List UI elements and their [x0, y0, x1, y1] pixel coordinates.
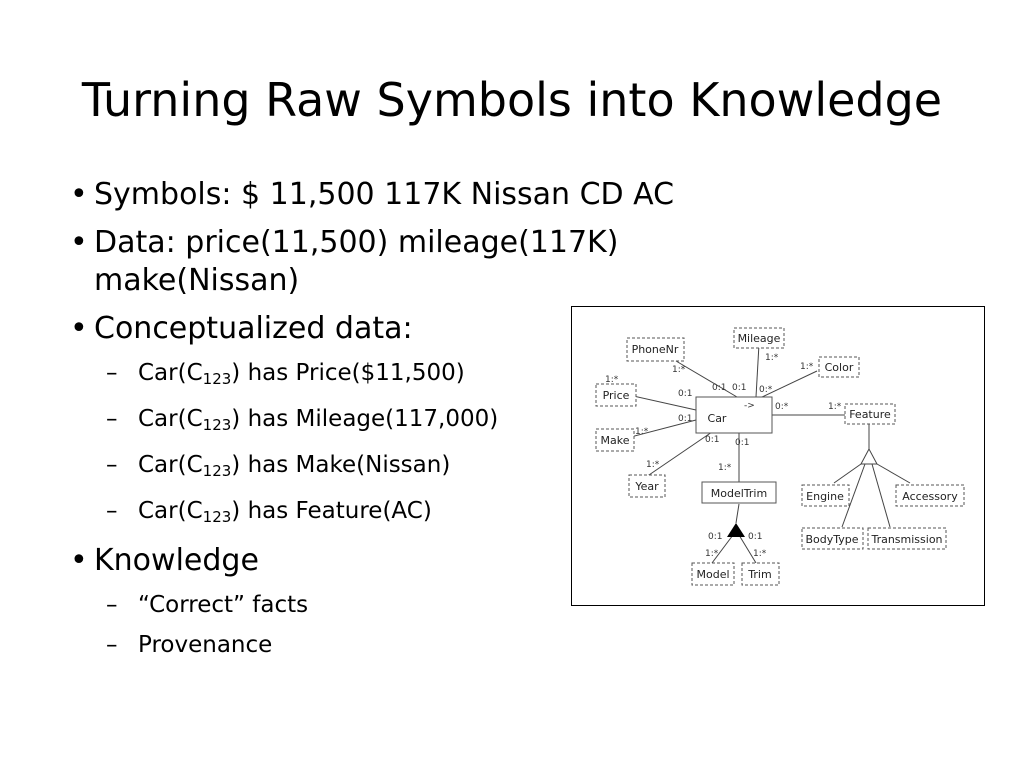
- entity-box-make: [595, 428, 635, 452]
- entity-box-transmission: [867, 527, 947, 550]
- dash-icon: –: [106, 360, 118, 386]
- entity-label-phonenr: PhoneNr: [632, 343, 679, 356]
- bullet-dot-icon: •: [70, 177, 88, 212]
- card-color-zero-many: 0:*: [759, 385, 773, 395]
- connector-modeltrim-agg: [735, 503, 740, 524]
- connector-year-car: [645, 431, 713, 478]
- entity-label-model: Model: [696, 568, 729, 581]
- card-price-zero-one: 0:1: [678, 389, 692, 399]
- entity-box-mileage: [733, 327, 785, 349]
- diagram-svg: PhoneNr Mileage Color Price Car Feature …: [595, 327, 965, 586]
- aggregation-triangle-icon: [727, 523, 745, 537]
- card-arrow: ->: [744, 401, 755, 411]
- entity-label-mileage: Mileage: [738, 332, 781, 345]
- fact-item-price: – Car(C123) has Price($11,500): [106, 360, 465, 388]
- card-model-one-many: 1:*: [705, 549, 719, 559]
- entity-label-bodytype: BodyType: [805, 533, 858, 546]
- entity-box-bodytype: [801, 527, 864, 550]
- entity-box-phonenr: [626, 337, 685, 362]
- dash-icon: –: [106, 592, 118, 618]
- connector-make-car: [626, 419, 697, 439]
- connector-agg-trim: [738, 534, 757, 564]
- bullet-dot-icon: •: [70, 543, 88, 578]
- entity-label-trim: Trim: [747, 568, 771, 581]
- card-mileage-zero-one: 0:1: [732, 383, 746, 393]
- bullet-symbols: • Symbols: $ 11,500 117K Nissan CD AC: [70, 176, 1010, 214]
- card-feature-zero-many: 0:*: [775, 402, 789, 412]
- diagram-connectors: [626, 343, 911, 564]
- entity-label-accessory: Accessory: [902, 490, 958, 503]
- connector-phonenr-car: [675, 360, 738, 398]
- fact-item-make: – Car(C123) has Make(Nissan): [106, 452, 451, 480]
- entity-box-accessory: [895, 484, 965, 507]
- card-phonenr-zero-one: 0:1: [712, 383, 726, 393]
- card-year-zero-one: 0:1: [705, 435, 719, 445]
- conceptual-model-diagram: PhoneNr Mileage Color Price Car Feature …: [571, 306, 985, 606]
- dash-icon: –: [106, 406, 118, 432]
- entity-label-transmission: Transmission: [870, 533, 942, 546]
- entity-box-modeltrim: [701, 481, 777, 504]
- card-model-zero-one: 0:1: [708, 532, 722, 542]
- bullet-knowledge: • Knowledge: [70, 542, 1010, 580]
- connector-mileage-car: [755, 343, 760, 398]
- entity-box-trim: [741, 562, 780, 586]
- bullet-list: • Symbols: $ 11,500 117K Nissan CD AC • …: [70, 176, 1010, 670]
- connector-isa-accessory: [876, 463, 911, 484]
- connector-isa-bodytype: [841, 463, 866, 528]
- cardinality-labels: 1:* 0:1 1:* 0:1 1:* 0:* 1:* 0:1 1:* 0:1 …: [605, 353, 842, 559]
- bullet-data-line2: make(Nissan): [94, 263, 300, 298]
- connector-price-car: [628, 394, 697, 411]
- fact-item-feature: – Car(C123) has Feature(AC): [106, 498, 432, 526]
- card-feature-one-many: 1:*: [828, 402, 842, 412]
- connector-isa-engine: [833, 463, 862, 484]
- slide-title: Turning Raw Symbols into Knowledge: [81, 73, 943, 127]
- connector-isa-transmission: [871, 463, 891, 528]
- fact-item-mileage: – Car(C123) has Mileage(117,000): [106, 406, 499, 434]
- bullet-dot-icon: •: [70, 311, 88, 346]
- bullet-knowledge-text: Knowledge: [94, 543, 259, 578]
- entity-box-year: [628, 474, 666, 498]
- card-modeltrim-one-many: 1:*: [718, 463, 732, 473]
- entity-box-price: [595, 383, 637, 407]
- entity-label-make: Make: [601, 434, 630, 447]
- dash-icon: –: [106, 632, 118, 658]
- card-trim-one-many: 1:*: [753, 549, 767, 559]
- card-mileage-one-many: 1:*: [765, 353, 779, 363]
- dash-icon: –: [106, 452, 118, 478]
- connector-agg-model: [711, 534, 734, 564]
- card-price-one-many: 1:*: [605, 375, 619, 385]
- card-make-zero-one: 0:1: [678, 414, 692, 424]
- knowledge-item-provenance: – Provenance: [106, 632, 273, 658]
- card-trim-zero-one: 0:1: [748, 532, 762, 542]
- card-modeltrim-car-zero-one: 0:1: [735, 438, 749, 448]
- entity-label-price: Price: [603, 389, 630, 402]
- entity-label-color: Color: [825, 361, 854, 374]
- bullet-symbols-text: Symbols: $ 11,500 117K Nissan CD AC: [94, 177, 675, 212]
- entity-label-year: Year: [634, 480, 659, 493]
- bullet-dot-icon: •: [70, 225, 88, 260]
- entity-label-modeltrim: ModelTrim: [711, 487, 767, 500]
- bullet-data: • Data: price(11,500) mileage(117K) make…: [70, 224, 1010, 300]
- card-phonenr-one-many: 1:*: [672, 365, 686, 375]
- knowledge-item-correct-facts: – “Correct” facts: [106, 592, 309, 618]
- entity-labels: PhoneNr Mileage Color Price Car Feature …: [601, 332, 959, 581]
- card-year-one-many: 1:*: [646, 460, 660, 470]
- dash-icon: –: [106, 498, 118, 524]
- entity-boxes: [595, 327, 965, 586]
- entity-box-color: [818, 356, 860, 378]
- connector-color-car: [761, 370, 818, 398]
- entity-box-model: [691, 562, 735, 586]
- bullet-data-line1: Data: price(11,500) mileage(117K): [94, 225, 619, 260]
- entity-box-feature: [844, 403, 896, 425]
- isa-triangle-icon: [860, 447, 878, 465]
- bullet-conceptualized: • Conceptualized data:: [70, 310, 1010, 348]
- entity-box-engine: [801, 484, 850, 507]
- entity-box-car: [695, 396, 773, 434]
- entity-label-car: Car: [708, 412, 727, 425]
- card-color-one-many: 1:*: [800, 362, 814, 372]
- entity-label-feature: Feature: [849, 408, 891, 421]
- entity-label-engine: Engine: [806, 490, 844, 503]
- bullet-conceptualized-text: Conceptualized data:: [94, 311, 413, 346]
- card-make-one-many: 1:*: [635, 427, 649, 437]
